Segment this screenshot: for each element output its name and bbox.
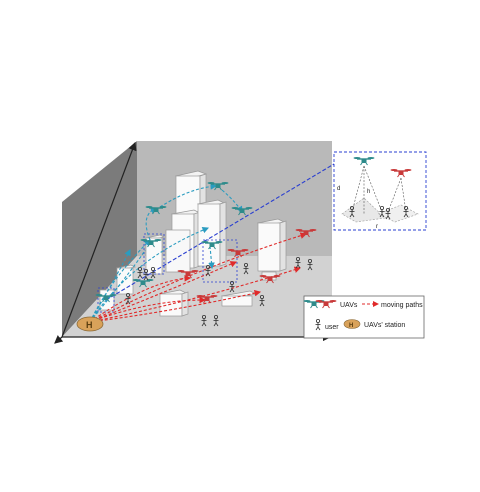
buildings (99, 170, 287, 317)
svg-text:H: H (86, 320, 93, 330)
highlight-left (143, 233, 165, 275)
svg-text:H: H (349, 323, 353, 329)
legend-uav-label: UAVs (340, 302, 358, 309)
moving-paths (89, 183, 308, 323)
inset-h-label: h (367, 189, 370, 195)
legend-paths-label: moving paths (381, 302, 423, 309)
legend-station-label: UAVs' station (364, 322, 405, 329)
legend: UAVs moving paths user H UAVs' station (302, 295, 425, 339)
axis-z (61, 141, 137, 338)
inset-r-label: r (376, 224, 378, 230)
highlight-center (202, 239, 238, 283)
legend-user-label: user (325, 324, 339, 331)
inset-detail: d h r (333, 151, 427, 231)
highlight-front-left (97, 287, 115, 313)
axis-origin-tick (54, 335, 64, 344)
inset-link (105, 163, 335, 301)
legend-station-icon (343, 319, 361, 329)
uav-station-icon: H (76, 316, 104, 332)
inset-d-label: d (337, 186, 340, 192)
